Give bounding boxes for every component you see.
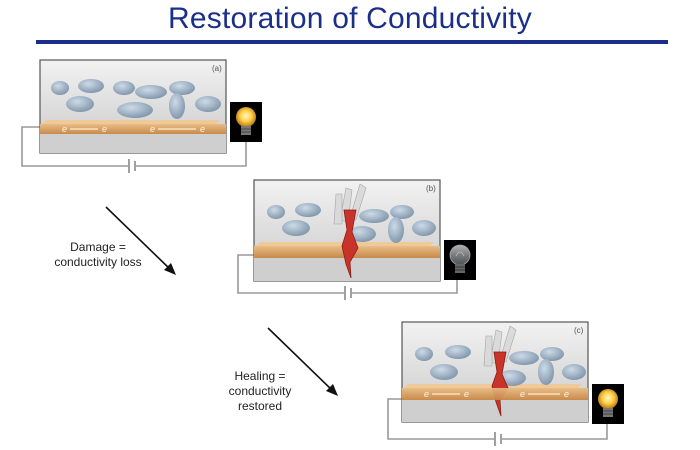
electron-label: e [102, 124, 107, 134]
page-title: Restoration of Conductivity [168, 2, 532, 35]
capsule [509, 351, 539, 365]
capsule [538, 359, 554, 385]
electron-label: e [62, 124, 67, 134]
panel-label: (b) [426, 184, 436, 193]
electron-label: e [520, 389, 525, 399]
ruptured-capsule-shards [483, 325, 517, 367]
circuit-wire [21, 126, 128, 167]
light-bulb-dark [444, 240, 476, 280]
circuit-wire [136, 142, 247, 167]
conductor-trace [40, 124, 226, 134]
healing-caption-line-1: Healing = [234, 369, 286, 383]
circuit-wire [502, 422, 608, 440]
capsule [359, 209, 389, 223]
light-bulb-lit [592, 384, 624, 424]
electron-flow: e e e e [62, 124, 205, 134]
capsule [562, 364, 586, 380]
capsule [51, 81, 69, 95]
substrate-face [402, 400, 588, 422]
restored-conductor-bridge [490, 388, 510, 400]
capsule [415, 347, 433, 361]
capsule [117, 102, 153, 118]
capsule [169, 81, 195, 95]
title-underline [36, 40, 668, 44]
electron-label: e [424, 389, 429, 399]
capsule [66, 96, 94, 112]
damage-arrow [105, 206, 173, 272]
healing-arrowhead [326, 384, 338, 396]
electron-flow: e e e e [424, 389, 569, 399]
capsule [195, 96, 221, 112]
panel-c: e e e e (c) [387, 321, 624, 446]
damage-caption-line-1: Damage = [70, 240, 126, 254]
damage-arrowhead [164, 263, 176, 275]
capsule [430, 364, 458, 380]
microcapsules [267, 203, 436, 243]
circuit-wire [237, 254, 344, 294]
crack [341, 209, 359, 279]
panel-b: (b) [237, 179, 476, 300]
panel-a: e e e e (a) [21, 59, 262, 173]
healing-caption: Healing = conductivity restored [196, 369, 324, 414]
damage-caption: Damage = conductivity loss [38, 240, 158, 270]
capsule [113, 81, 135, 95]
panel-label: (a) [212, 64, 222, 73]
capsule [282, 220, 310, 236]
substrate-face [40, 134, 226, 153]
microcapsules [51, 79, 221, 119]
capsule [390, 205, 414, 219]
capsule [412, 220, 436, 236]
circuit-wire [387, 398, 494, 440]
capsule [445, 345, 471, 359]
panel-label: (c) [574, 326, 584, 335]
capsule [295, 203, 321, 217]
capsule [267, 205, 285, 219]
electron-label: e [564, 389, 569, 399]
electron-label: e [150, 124, 155, 134]
electron-label: e [200, 124, 205, 134]
circuit-wire [352, 280, 458, 294]
conductor-top [42, 120, 220, 124]
healing-caption-line-3: restored [237, 399, 283, 413]
healing-arrow [267, 327, 335, 393]
capsule [540, 347, 564, 361]
substrate-face [254, 258, 440, 281]
electron-label: e [464, 389, 469, 399]
capsule [348, 226, 376, 242]
damage-caption-line-2: conductivity loss [54, 255, 142, 269]
light-bulb-lit [230, 102, 262, 142]
healing-caption-line-2: conductivity [228, 384, 292, 398]
capsule [78, 79, 104, 93]
capsule [135, 85, 167, 99]
capsule [169, 93, 185, 119]
capsule [388, 217, 404, 243]
